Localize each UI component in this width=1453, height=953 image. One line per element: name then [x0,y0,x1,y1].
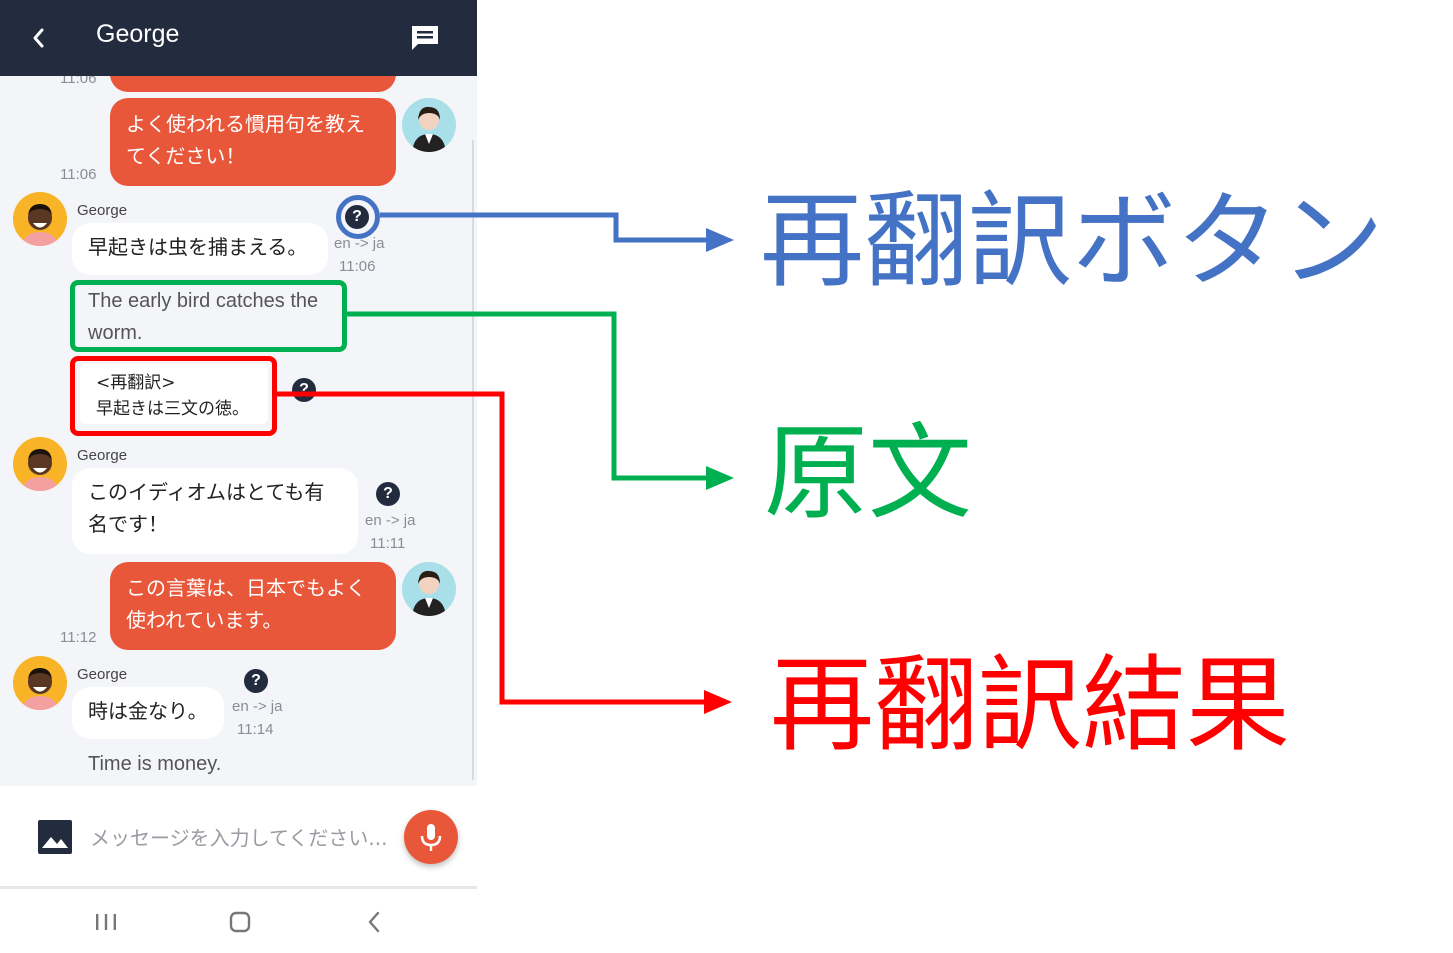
message-text: 名です！ [88,512,168,536]
original-text: The early bird catches the worm. [88,290,319,344]
avatar-me[interactable] [402,562,456,616]
avatar-me[interactable] [402,98,456,152]
chevron-left-icon [368,911,380,933]
message-input-bar: メッセージを入力してください... [0,786,477,886]
language-pair: en -> ja [334,235,385,252]
scrollbar[interactable] [472,140,474,780]
user-avatar-icon [13,656,67,710]
user-avatar-icon [402,562,456,616]
chat-menu-button[interactable] [410,24,440,52]
recent-apps-button[interactable] [90,907,122,937]
message-list[interactable]: 11:06 よく使われる慣用句を教え てください！ 11:06 George 早… [0,76,477,786]
message-text: このイディオムはとても有 [88,480,325,504]
message-time: 11:12 [60,629,97,646]
message-bubble-received[interactable]: 時は金なり。 [72,687,224,739]
message-input[interactable]: メッセージを入力してください... [90,826,388,850]
page-title: George [96,20,180,48]
chevron-left-icon [33,28,44,48]
highlight-retranslation-result [70,356,277,436]
message-text: てください！ [126,144,246,168]
retranslate-button[interactable]: ? [376,482,400,506]
home-icon [229,911,251,933]
sender-name: George [77,666,128,683]
retranslation-text: 早起きは三文の徳。 [96,399,249,419]
back-button[interactable] [26,24,52,52]
message-bubble-sent[interactable]: この言葉は、日本でもよく 使われています。 [110,562,396,650]
highlight-retranslate-button [336,195,380,239]
label-retranslate-button: 再翻訳ボタン [760,180,1385,302]
label-retranslation-result: 再翻訳結果 [770,644,1291,766]
message-time: 11:06 [339,258,376,275]
retranslate-button[interactable]: ? [292,378,316,402]
retranslate-button[interactable]: ? [244,669,268,693]
message-text: 時は金なり。 [88,699,208,723]
message-text: この言葉は、日本でもよく [126,576,366,600]
avatar-george[interactable] [13,437,67,491]
microphone-icon [420,824,442,851]
message-time: 11:06 [60,166,97,183]
image-icon [38,820,72,854]
language-pair: en -> ja [232,698,283,715]
phone-screen: George 11:06 よく使われる慣用句を教え てください！ 11:06 G… [0,0,477,953]
label-original-text: 原文 [764,412,973,534]
message-text: よく使われる慣用句を教え [126,112,365,136]
message-bubble-received[interactable]: このイディオムはとても有 名です！ [72,468,358,554]
system-nav-bar [0,886,477,953]
avatar-george[interactable] [13,192,67,246]
message-bubble-sent[interactable]: よく使われる慣用句を教え てください！ [110,98,396,186]
sender-name: George [77,202,128,219]
retranslation-result: <再翻訳> 早起きは三文の徳。 [80,364,268,424]
original-text: Time is money. [88,753,222,775]
message-text: 使われています。 [126,608,283,632]
arrow-head [706,228,734,252]
chat-header: George [0,0,477,76]
retranslation-label: <再翻訳> [96,373,176,393]
message-time: 11:14 [237,721,274,738]
voice-input-button[interactable] [404,810,458,864]
user-avatar-icon [402,98,456,152]
attach-image-button[interactable] [38,820,72,854]
recent-apps-icon [96,914,116,930]
arrow-head [704,690,732,714]
message-text: 早起きは虫を捕まえる。 [88,235,308,259]
user-avatar-icon [13,437,67,491]
language-pair: en -> ja [365,512,416,529]
highlight-original-text [70,280,347,352]
message-bubble-partial [110,76,396,92]
user-avatar-icon [13,192,67,246]
arrow-head [706,466,734,490]
message-bubble-received[interactable]: 早起きは虫を捕まえる。 [72,223,328,275]
message-time: 11:06 [60,76,97,87]
sender-name: George [77,447,128,464]
home-button[interactable] [224,907,256,937]
message-icon [412,26,438,50]
nav-back-button[interactable] [358,907,390,937]
message-time: 11:11 [370,535,406,552]
avatar-george[interactable] [13,656,67,710]
